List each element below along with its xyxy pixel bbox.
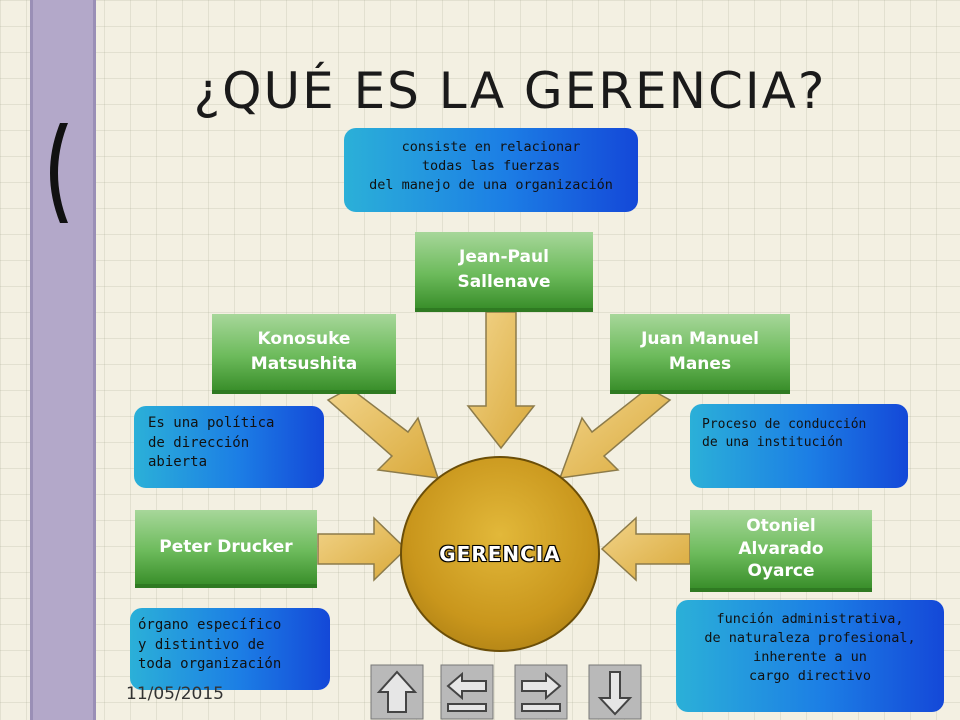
arrow-drucker — [317, 516, 408, 582]
desc-drucker: órgano específico y distintivo de toda o… — [130, 608, 330, 690]
arrow-alvarado — [600, 516, 691, 582]
node-alvarado: Otoniel Alvarado Oyarce — [690, 510, 872, 592]
desc-manes: Proceso de conducción de una institución — [690, 404, 908, 488]
bracket-decoration — [50, 123, 68, 223]
slide-title: ¿QUÉ ES LA GERENCIA? — [193, 62, 827, 120]
home-icon[interactable] — [370, 664, 424, 720]
forward-icon[interactable] — [514, 664, 568, 720]
desc-matsushita: Es una política de dirección abierta — [134, 406, 324, 488]
arrow-sallenave — [466, 311, 536, 450]
node-sallenave: Jean-Paul Sallenave — [415, 232, 593, 312]
desc-alvarado: función administrativa, de naturaleza pr… — [676, 600, 944, 712]
back-icon[interactable] — [440, 664, 494, 720]
return-icon[interactable] — [588, 664, 642, 720]
node-matsushita: Konosuke Matsushita — [212, 314, 396, 394]
desc-sallenave: consiste en relacionar todas las fuerzas… — [344, 128, 638, 212]
node-drucker: Peter Drucker — [135, 510, 317, 588]
node-manes: Juan Manuel Manes — [610, 314, 790, 394]
arrow-manes — [558, 387, 672, 479]
sidebar-band — [30, 0, 96, 720]
arrow-matsushita — [326, 387, 440, 479]
center-node-gerencia: GERENCIA — [400, 456, 600, 652]
slide-date: 11/05/2015 — [126, 684, 224, 704]
